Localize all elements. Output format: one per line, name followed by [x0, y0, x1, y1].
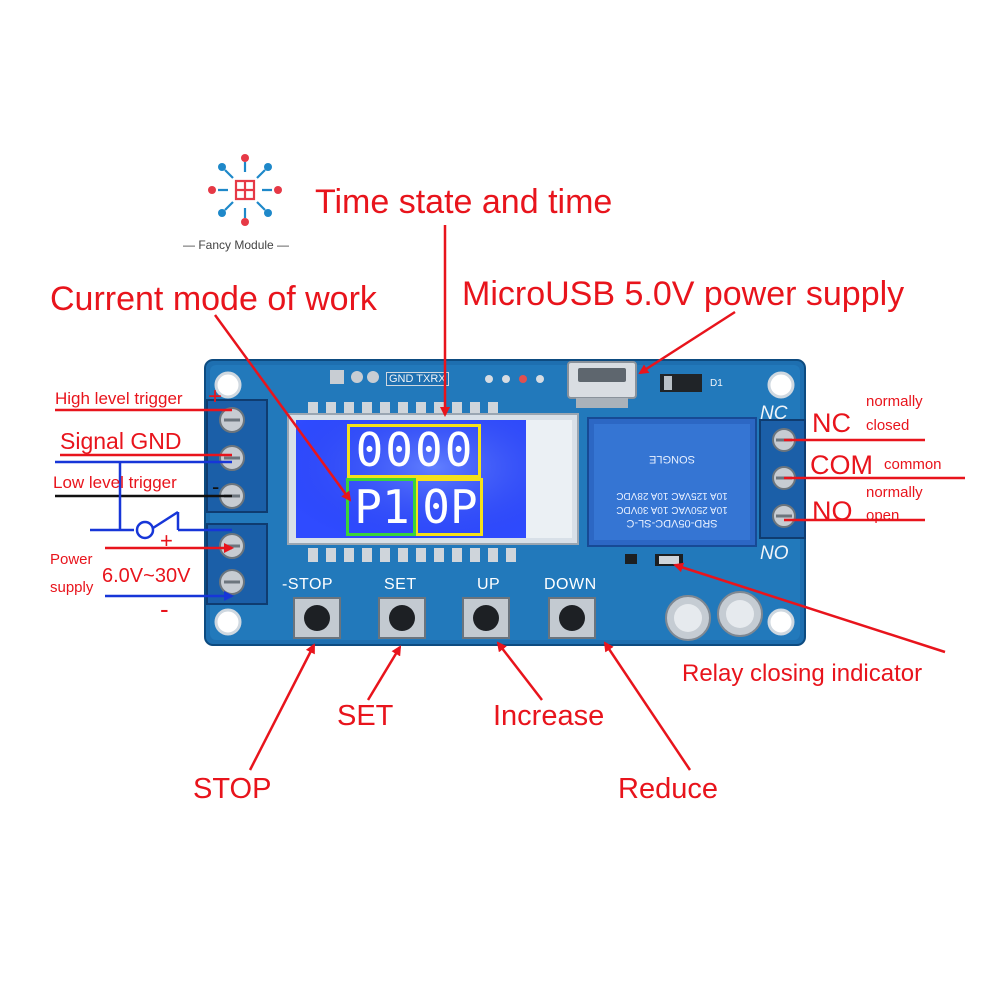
current-mode-label: Current mode of work: [50, 280, 377, 318]
increase-arrow: [496, 641, 543, 701]
lcd-state-digits: 0P: [422, 480, 478, 534]
power-supply-label-1: Power: [50, 551, 93, 568]
low-trigger-label: Low level trigger: [53, 473, 177, 492]
mode-highlight-box: [346, 478, 416, 536]
high-trigger-label: High level trigger: [55, 389, 183, 408]
power-supply-label-2: supply: [50, 579, 94, 596]
board-no-silk: NO: [760, 543, 789, 564]
stop-label: STOP: [193, 773, 272, 805]
board-header-text: GND TXRX: [386, 372, 449, 386]
stop-arrow: [248, 643, 316, 771]
nc-desc-1: normally: [866, 393, 923, 410]
lcd-top-digits: 0000: [355, 423, 475, 477]
microusb-label: MicroUSB 5.0V power supply: [462, 275, 905, 313]
button-label-set: SET: [384, 576, 417, 593]
microusb-arrow: [638, 310, 736, 375]
com-pin-label: COM: [810, 450, 873, 480]
button-label-up: UP: [477, 576, 501, 593]
com-desc: common: [884, 456, 942, 473]
time-state-label: Time state and time: [315, 183, 613, 221]
reduce-label: Reduce: [618, 773, 718, 805]
time-highlight-box: [347, 424, 481, 478]
logo-text: — Fancy Module —: [183, 238, 290, 252]
lcd-mode-digits: P1: [354, 480, 410, 534]
no-desc-2: open: [866, 507, 900, 524]
signal-gnd-label: Signal GND: [60, 428, 182, 454]
button-label-stop: -STOP: [282, 576, 334, 593]
fancy-module-logo-icon: [208, 154, 282, 226]
no-pin-label: NO: [812, 496, 853, 526]
set-arrow: [366, 645, 402, 701]
relay-indicator-arrow: [673, 562, 946, 654]
board-nc-silk: NC: [760, 403, 788, 424]
power-minus-label: -: [160, 594, 169, 624]
current-mode-arrow: [213, 314, 352, 502]
board-d1-label: D1: [710, 378, 723, 389]
high-trigger-plus: +: [208, 383, 223, 410]
set-label: SET: [337, 700, 394, 732]
reduce-arrow: [603, 641, 692, 771]
increase-label: Increase: [493, 700, 605, 732]
button-label-down: DOWN: [544, 576, 597, 593]
state-highlight-box: [415, 478, 483, 536]
nc-desc-2: closed: [866, 417, 910, 434]
relay-indicator-label: Relay closing indicator: [682, 660, 923, 687]
no-desc-1: normally: [866, 484, 923, 501]
low-trigger-minus: -: [212, 474, 220, 499]
power-plus-label: +: [160, 528, 173, 553]
voltage-label: 6.0V~30V: [102, 565, 191, 587]
nc-pin-label: NC: [812, 408, 851, 438]
